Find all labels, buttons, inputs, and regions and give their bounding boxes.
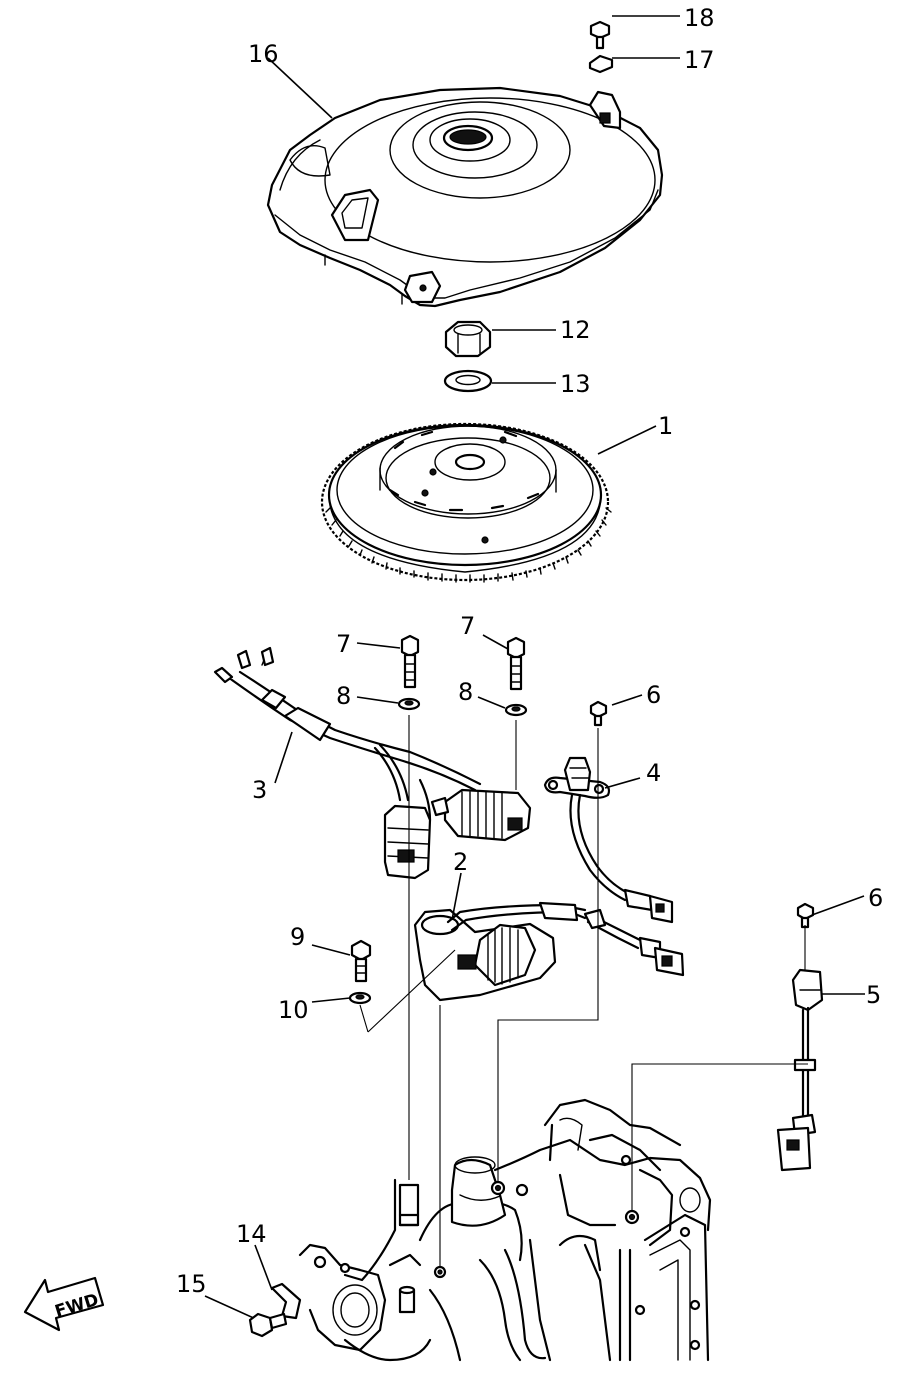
callout-6a: 6 — [646, 681, 661, 709]
washer-8a — [397, 697, 421, 711]
callout-4: 4 — [646, 759, 661, 787]
leader-lines — [204, 15, 865, 1321]
bolt-9 — [350, 939, 372, 983]
callout-16: 16 — [248, 40, 279, 68]
wire-harness-3 — [213, 646, 532, 880]
callout-12: 12 — [560, 316, 591, 344]
washer-13 — [443, 369, 493, 393]
bolt-18 — [589, 20, 611, 50]
sensor-5 — [776, 968, 824, 1172]
callout-1: 1 — [658, 412, 673, 440]
fwd-arrow-icon: FWD — [23, 1276, 105, 1332]
pulser-coil-4 — [543, 756, 674, 924]
callout-7b: 7 — [460, 612, 475, 640]
clamp-14 — [270, 1282, 302, 1320]
flywheel-rotor — [320, 422, 612, 583]
callout-8b: 8 — [458, 678, 473, 706]
callout-15: 15 — [176, 1270, 207, 1298]
callout-18: 18 — [684, 4, 715, 32]
callout-3: 3 — [252, 776, 267, 804]
callout-13: 13 — [560, 370, 591, 398]
callout-2: 2 — [453, 848, 468, 876]
callout-6b: 6 — [868, 884, 883, 912]
callout-10: 10 — [278, 996, 309, 1024]
nut-12 — [444, 320, 492, 358]
washer-10 — [348, 991, 372, 1005]
callout-8a: 8 — [336, 682, 351, 710]
bolt-7a — [400, 634, 420, 689]
bolt-7b — [506, 636, 526, 691]
callout-14: 14 — [236, 1220, 267, 1248]
engine-block — [298, 1098, 712, 1362]
screw-6a — [589, 700, 608, 727]
screw-6b — [796, 902, 815, 929]
callout-9: 9 — [290, 923, 305, 951]
callout-17: 17 — [684, 46, 715, 74]
callout-5: 5 — [866, 981, 881, 1009]
flywheel-cover — [266, 86, 664, 308]
charge-coil-2 — [413, 901, 685, 1002]
washer-8b — [504, 703, 528, 717]
plate-17 — [588, 54, 614, 74]
callout-7a: 7 — [336, 630, 351, 658]
screw-15 — [248, 1312, 288, 1338]
